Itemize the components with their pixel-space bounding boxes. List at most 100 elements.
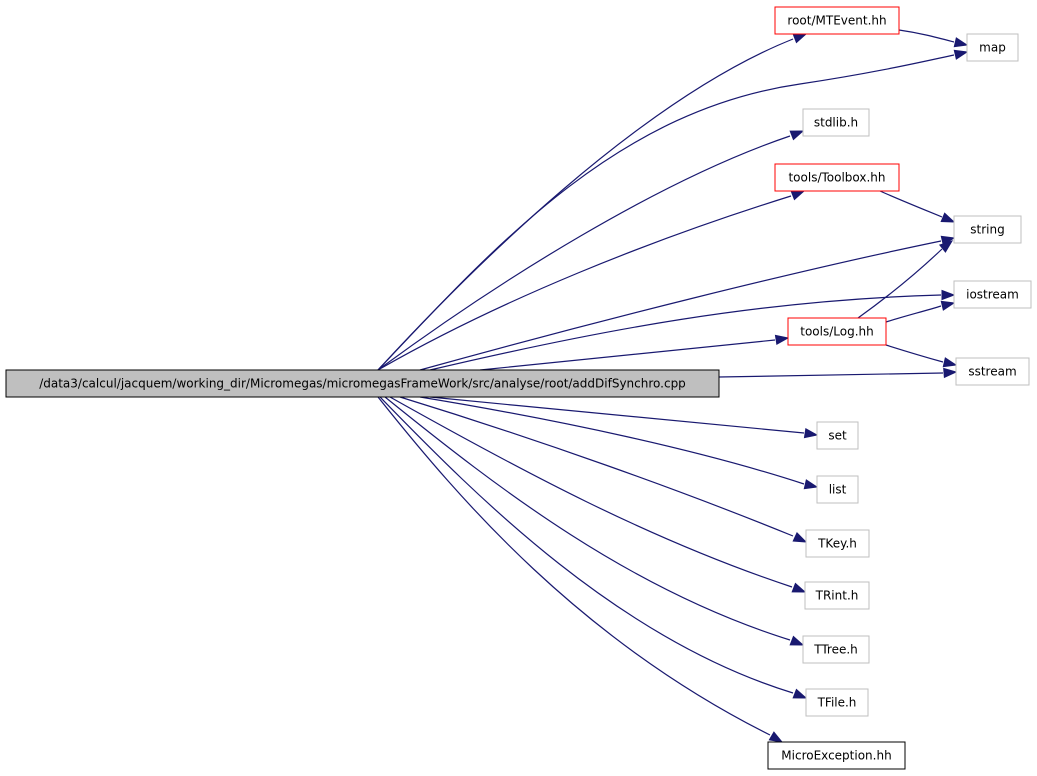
edge-root-to-list <box>419 396 819 490</box>
arrowhead <box>790 190 806 201</box>
node-box[interactable] <box>953 215 1022 244</box>
node-label: map <box>979 41 1006 55</box>
node-map[interactable]: map <box>966 33 1019 62</box>
node-box[interactable] <box>802 635 870 664</box>
node-box[interactable] <box>953 280 1032 309</box>
edge-line <box>857 248 943 319</box>
arrowhead <box>803 427 819 439</box>
edge-line <box>377 396 771 736</box>
edge-root-to-tkey <box>399 396 808 543</box>
edge-line <box>885 344 944 363</box>
arrowhead <box>953 49 969 60</box>
arrowhead <box>792 688 808 699</box>
edge-line <box>429 294 942 371</box>
node-label: TKey.h <box>817 537 857 551</box>
edge-line <box>377 38 794 371</box>
edge-root-to-string <box>419 235 956 371</box>
edge-line <box>718 372 944 378</box>
node-box[interactable] <box>802 108 870 137</box>
node-stdlib[interactable]: stdlib.h <box>802 108 870 137</box>
arrowhead <box>791 582 807 593</box>
edge-root-to-set <box>429 396 819 439</box>
node-label: TTree.h <box>813 643 858 657</box>
arrowhead <box>940 235 956 246</box>
edge-line <box>389 396 793 588</box>
edge-root-to-ttree <box>384 396 805 646</box>
node-box[interactable] <box>955 357 1030 386</box>
arrowhead <box>792 33 808 44</box>
node-tkey[interactable]: TKey.h <box>805 529 870 558</box>
node-box[interactable] <box>767 741 906 770</box>
node-box[interactable] <box>774 6 900 35</box>
node-mtevent[interactable]: root/MTEvent.hh <box>774 6 900 35</box>
edge-root-to-sstream <box>718 367 958 379</box>
arrowhead <box>789 635 805 646</box>
node-root[interactable]: /data3/calcul/jacquem/working_dir/Microm… <box>5 369 720 398</box>
node-trint[interactable]: TRint.h <box>804 581 870 610</box>
arrowhead <box>941 289 956 301</box>
node-label: root/MTEvent.hh <box>787 14 886 28</box>
edge-toolbox-to-string <box>879 190 956 223</box>
node-box[interactable] <box>816 475 859 504</box>
node-label: TFile.h <box>817 696 857 710</box>
node-iostream[interactable]: iostream <box>953 280 1032 309</box>
node-label: string <box>970 223 1004 237</box>
edges-layer <box>377 29 969 743</box>
node-label: tools/Toolbox.hh <box>788 171 885 185</box>
edge-line <box>379 396 794 694</box>
edge-root-to-mtevent <box>377 33 808 371</box>
arrowhead <box>942 357 958 368</box>
node-label: tools/Log.hh <box>800 325 873 339</box>
edge-mtevent-to-map <box>898 29 969 48</box>
node-box[interactable] <box>804 581 870 610</box>
node-log[interactable]: tools/Log.hh <box>787 317 887 346</box>
node-label: stdlib.h <box>814 116 858 130</box>
node-string[interactable]: string <box>953 215 1022 244</box>
arrowhead <box>938 240 954 253</box>
node-box[interactable] <box>816 421 859 450</box>
node-label: /data3/calcul/jacquem/working_dir/Microm… <box>39 377 686 391</box>
edge-log-to-iostream <box>885 300 956 323</box>
edge-line <box>879 190 943 218</box>
arrowhead <box>940 212 956 223</box>
edge-line <box>419 396 805 485</box>
edge-line <box>377 195 792 371</box>
arrowhead <box>789 130 805 141</box>
arrowhead <box>774 334 790 346</box>
edge-line <box>399 396 794 537</box>
node-box[interactable] <box>5 369 720 398</box>
edge-line <box>429 396 805 434</box>
node-ttree[interactable]: TTree.h <box>802 635 870 664</box>
node-list[interactable]: list <box>816 475 859 504</box>
node-box[interactable] <box>774 163 900 192</box>
edge-root-to-trint <box>389 396 807 593</box>
arrowhead <box>943 367 958 379</box>
edge-line <box>479 339 776 371</box>
edge-root-to-map <box>377 49 969 371</box>
node-set[interactable]: set <box>816 421 859 450</box>
edge-line <box>377 54 955 371</box>
node-label: iostream <box>966 288 1019 302</box>
node-tfile[interactable]: TFile.h <box>805 688 869 717</box>
arrowhead <box>953 37 969 48</box>
node-box[interactable] <box>966 33 1019 62</box>
edge-line <box>377 135 791 371</box>
node-box[interactable] <box>787 317 887 346</box>
node-label: TRint.h <box>815 589 859 603</box>
node-sstream[interactable]: sstream <box>955 357 1030 386</box>
nodes-layer: /data3/calcul/jacquem/working_dir/Microm… <box>5 6 1032 770</box>
arrowhead <box>940 300 956 311</box>
node-toolbox[interactable]: tools/Toolbox.hh <box>774 163 900 192</box>
edge-line <box>898 29 955 43</box>
node-box[interactable] <box>805 688 869 717</box>
edge-line <box>885 305 942 323</box>
node-microexception[interactable]: MicroException.hh <box>767 741 906 770</box>
edge-root-to-stdlib <box>377 130 805 371</box>
edge-log-to-sstream <box>885 344 958 368</box>
node-label: sstream <box>968 365 1016 379</box>
arrowhead <box>803 479 819 490</box>
node-box[interactable] <box>805 529 870 558</box>
node-label: list <box>829 483 847 497</box>
node-label: MicroException.hh <box>781 749 891 763</box>
